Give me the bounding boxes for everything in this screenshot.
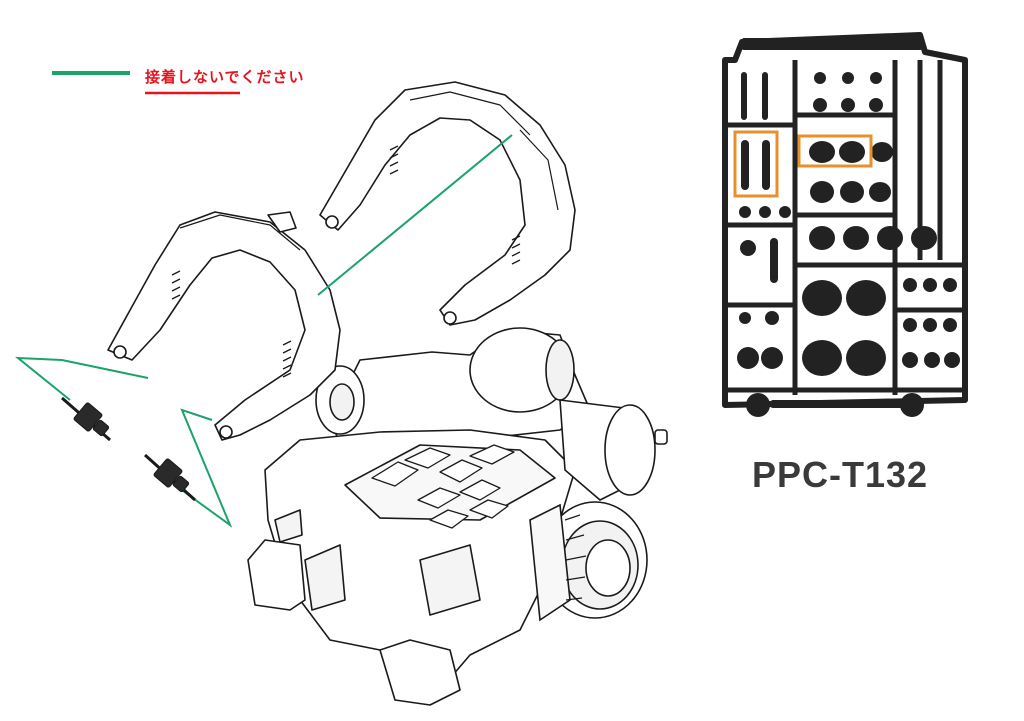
arm-part-rear (319, 81, 576, 326)
peg-connector-upper (61, 396, 111, 442)
peg-connectors (61, 396, 197, 502)
highlight-box-pegs (733, 130, 779, 198)
sprue-highlight (733, 130, 873, 198)
guide-line-left (15, 356, 149, 401)
guide-line-bottom (167, 408, 233, 528)
peg-connector-lower (143, 453, 197, 502)
joint-turret (315, 327, 668, 622)
guide-line-arms (317, 134, 513, 296)
guide-lines (15, 134, 513, 528)
sprue-runner (722, 32, 968, 417)
base-block (247, 329, 591, 706)
arm-part-front (107, 211, 341, 441)
legend (52, 71, 240, 95)
legend-text: 接着しないでください (145, 68, 305, 86)
highlight-box-joints (797, 134, 873, 168)
sprue-part-code: PPC-T132 (752, 454, 929, 495)
